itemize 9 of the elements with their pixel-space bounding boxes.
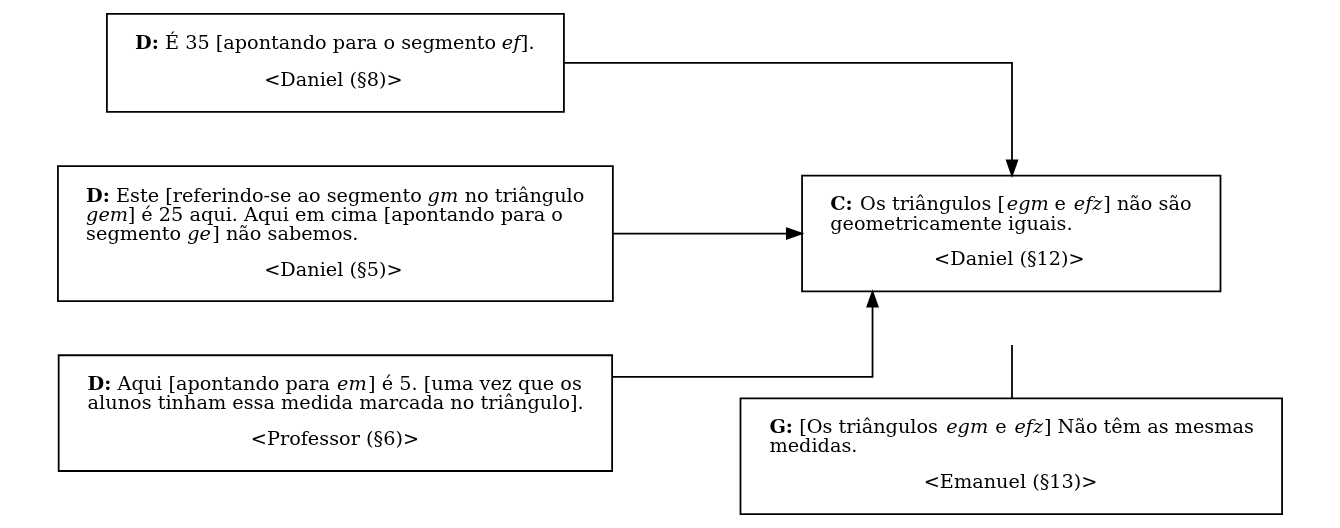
node-box: C: Os triângulos [egm e efz] não são geometricamente iguais. <Daniel (§12)> [801, 174, 1222, 293]
arrow [611, 289, 879, 378]
node-box: D: Aqui [apontando para em] é 5. [uma vez que os alunos tinham essa medida marcada no triângulo]. <Professor (§6)> [57, 354, 613, 472]
arrow [612, 227, 805, 241]
connector [1011, 344, 1013, 399]
node-box: G: [Os triângulos egm e efz] Não têm as mesmas medidas. <Emanuel (§13)> [739, 397, 1283, 515]
node-box: D: É 35 [apontando para o segmento ef]. <Daniel (§8)> [106, 13, 565, 113]
node-box: D: Este [referindo-se ao segmento gm no triângulo gem] é 25 aqui. Aqui em cima [apontando para o segmento ge] não sabemos. <Daniel (§5)> [57, 165, 614, 302]
arrow [563, 62, 1019, 179]
